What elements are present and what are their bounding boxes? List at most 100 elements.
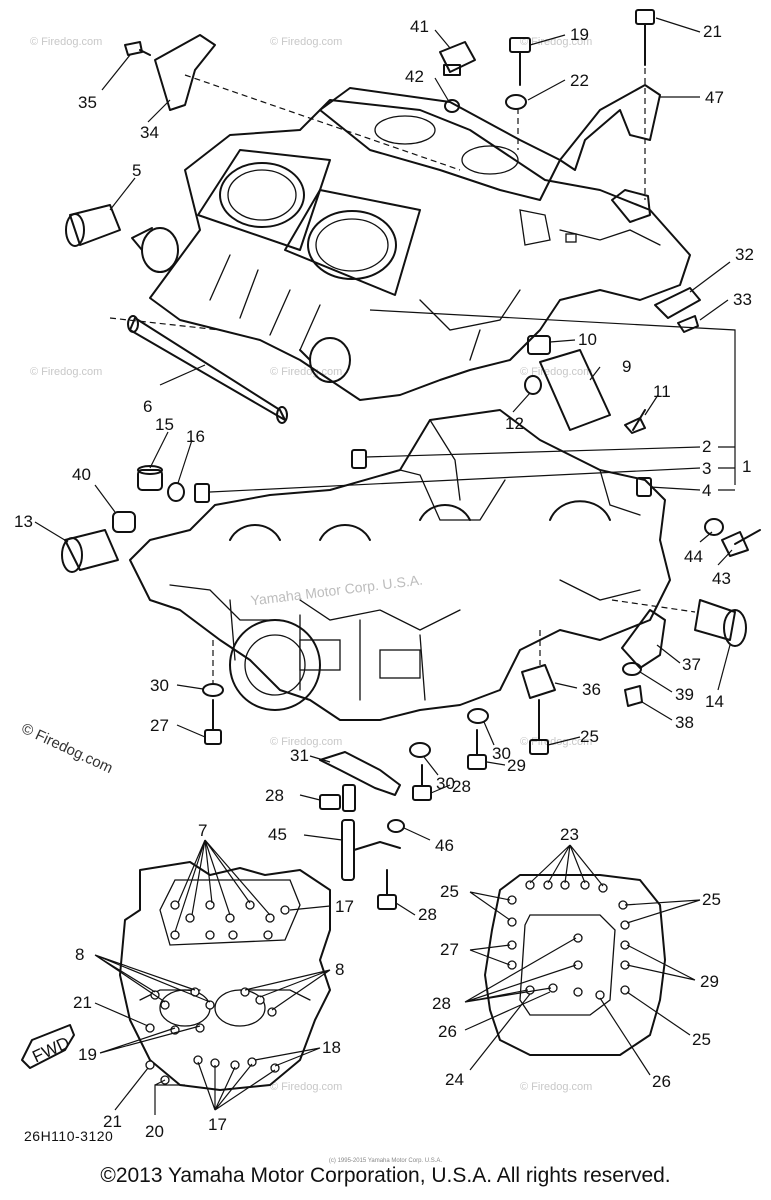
callout-21b: 21 (73, 993, 92, 1012)
part-46-oring (387, 819, 405, 833)
part-12-plug (524, 375, 542, 395)
part-37-guide (621, 609, 666, 669)
callout-16: 16 (186, 427, 205, 446)
callout-38: 38 (675, 713, 694, 732)
crank-sleeve-left (131, 227, 179, 273)
callout-25b: 25 (440, 882, 459, 901)
callout-30c: 30 (436, 774, 455, 793)
tile-watermark: © Firedog.com (270, 36, 342, 48)
callout-21a: 21 (703, 22, 722, 41)
part-36-clip (521, 664, 556, 699)
part-3-dowel (194, 483, 210, 503)
part-15-plug (137, 465, 163, 491)
output-ring (229, 619, 321, 711)
part-16-oring (167, 482, 185, 502)
callout-9: 9 (622, 357, 631, 376)
callout-4: 4 (702, 481, 711, 500)
callout-5: 5 (132, 161, 141, 180)
callout-46: 46 (435, 836, 454, 855)
callout-27b: 27 (440, 940, 459, 959)
callout-12: 12 (505, 414, 524, 433)
tile-watermark: © Firedog.com (520, 36, 592, 48)
part-22-washer (505, 94, 527, 110)
tile-watermark: © Firedog.com (270, 366, 342, 378)
callout-41: 41 (410, 17, 429, 36)
fine-print: (c) 1995-2015 Yamaha Motor Corp. U.S.A. (328, 1158, 443, 1164)
callout-36: 36 (582, 680, 601, 699)
part-27-bolt (204, 699, 222, 745)
part-33-screw (677, 315, 699, 333)
callout-7: 7 (198, 821, 207, 840)
part-14-plug (694, 599, 747, 647)
tile-watermark: © Firedog.com (270, 1081, 342, 1093)
callout-8b: 8 (335, 960, 344, 979)
callout-28d: 28 (432, 994, 451, 1013)
callout-30a: 30 (150, 676, 169, 695)
copyright-notice: ©2013 Yamaha Motor Corporation, U.S.A. A… (100, 1164, 671, 1187)
callout-28b: 28 (452, 777, 471, 796)
callout-25a: 25 (580, 727, 599, 746)
callout-18: 18 (322, 1038, 341, 1057)
callout-8a: 8 (75, 945, 84, 964)
callout-17b: 17 (208, 1115, 227, 1134)
callout-25d: 25 (692, 1030, 711, 1049)
callout-21c: 21 (103, 1112, 122, 1131)
part-28-bolt (412, 764, 432, 801)
callout-28a: 28 (265, 786, 284, 805)
part-13-plug (61, 529, 119, 573)
callout-3: 3 (702, 459, 711, 478)
drawing-code: 26H110-3120 (24, 1128, 114, 1144)
tile-watermarks: © Firedog.com © Firedog.com © Firedog.co… (30, 36, 592, 1093)
callout-27a: 27 (150, 716, 169, 735)
callout-2: 2 (702, 437, 711, 456)
callout-37: 37 (682, 655, 701, 674)
callout-28c: 28 (418, 905, 437, 924)
part-5-plug (65, 204, 121, 247)
part-21-bolt (635, 9, 655, 66)
part-34-bracket (154, 34, 216, 111)
callout-24: 24 (445, 1070, 464, 1089)
callout-42: 42 (405, 67, 424, 86)
cylinder-bore-right (284, 189, 421, 296)
callout-31: 31 (290, 746, 309, 765)
part-25-bolt (529, 699, 549, 755)
part-11-screw (624, 409, 646, 434)
callout-1: 1 (742, 457, 751, 476)
callout-26b: 26 (652, 1072, 671, 1091)
part-30-washer (409, 742, 431, 758)
callout-19b: 19 (78, 1045, 97, 1064)
part-32-plate (654, 287, 701, 319)
leader-lines (34, 17, 736, 1115)
part-6-pipe (127, 315, 288, 424)
part-38-bolt (624, 685, 643, 707)
part-31-bracket (319, 751, 401, 796)
callout-10: 10 (578, 330, 597, 349)
fwd-arrow-icon: FWD (21, 1024, 75, 1069)
callout-40: 40 (72, 465, 91, 484)
callout-15: 15 (155, 415, 174, 434)
callout-39: 39 (675, 685, 694, 704)
callout-30b: 30 (492, 744, 511, 763)
alignment-lines (109, 68, 696, 685)
callout-11: 11 (653, 382, 671, 401)
part-28-bolt (319, 784, 356, 812)
tile-watermark: © Firedog.com (30, 36, 102, 48)
part-30-washer (467, 708, 489, 724)
callout-43: 43 (712, 569, 731, 588)
lower-case-bolt-pattern (484, 874, 666, 1056)
callout-23: 23 (560, 825, 579, 844)
part-10-block (527, 335, 551, 355)
part-30-washer (202, 683, 224, 697)
part-39-washer (622, 662, 642, 676)
part-29-bolt (467, 729, 487, 770)
bolt-holes (145, 900, 290, 1085)
callout-14: 14 (705, 692, 724, 711)
callout-17a: 17 (335, 897, 354, 916)
tile-watermark: © Firedog.com (520, 366, 592, 378)
crank-sleeve-right (299, 337, 351, 383)
bolt-holes (507, 880, 630, 1000)
callout-6: 6 (143, 397, 152, 416)
tile-watermark: © Firedog.com (270, 736, 342, 748)
callout-25c: 25 (702, 890, 721, 909)
